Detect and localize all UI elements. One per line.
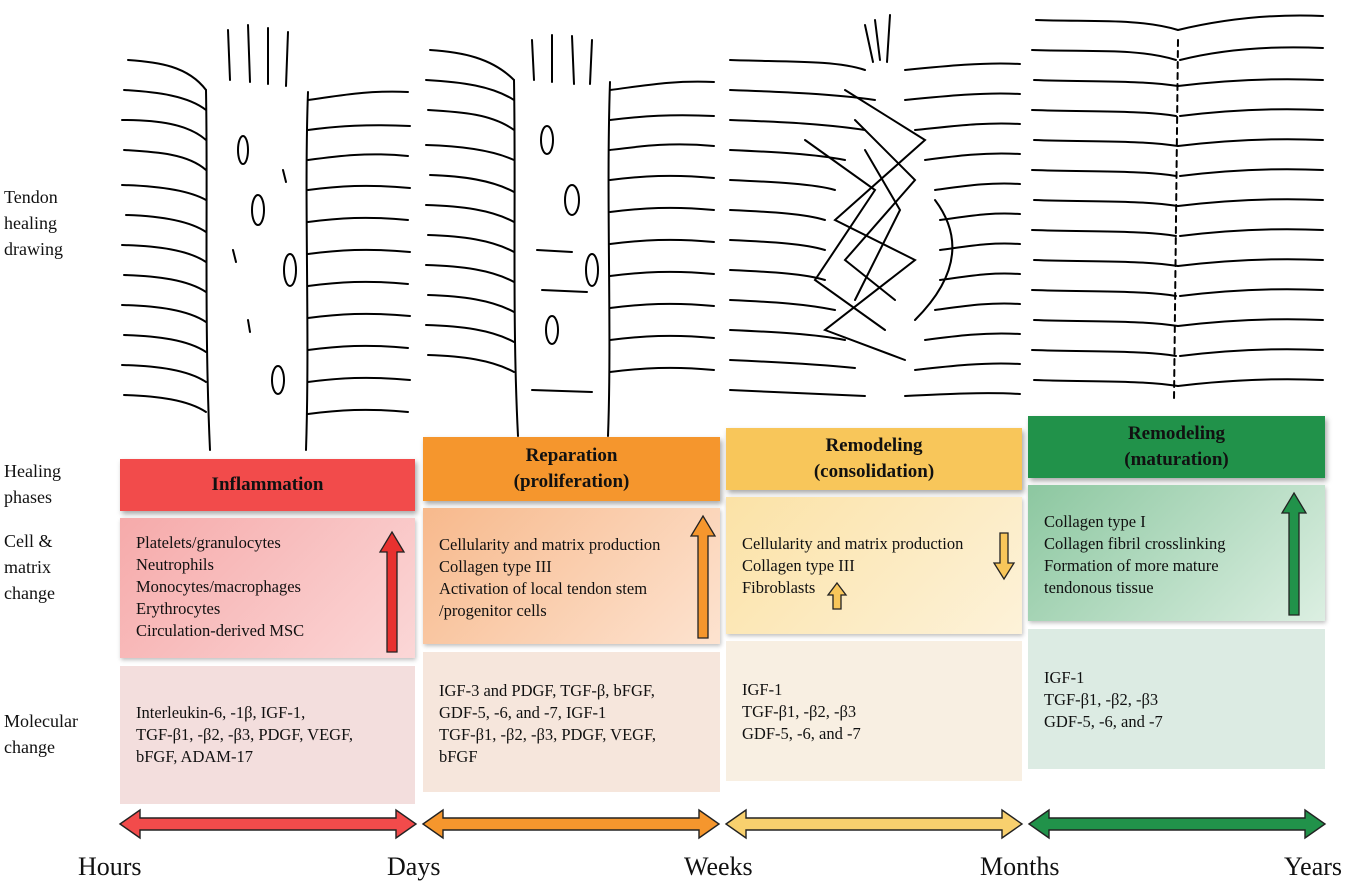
molecular-box-reparation: IGF-3 and PDGF, TGF-β, bFGF, GDF-5, -6, … [423, 652, 720, 792]
up-arrow-icon [826, 581, 848, 610]
molecular-line: IGF-1 [742, 680, 783, 699]
cell-line: Fibroblasts [742, 578, 816, 597]
timeline-label-years: Years [1284, 852, 1343, 881]
down-arrow-icon [992, 532, 1016, 581]
cell-line: Activation of local tendon stem [439, 579, 648, 598]
cell-line: Erythrocytes [136, 599, 221, 618]
timeline-arrow-days-weeks [421, 808, 721, 840]
tendon-drawing-consolidation [729, 14, 1021, 397]
molecular-lines-reparation: IGF-3 and PDGF, TGF-β, bFGF, GDF-5, -6, … [439, 680, 656, 768]
cell-box-inflammation: Platelets/granulocytes Neutrophils Monoc… [120, 518, 415, 658]
molecular-line: TGF-β1, -β2, -β3 [1044, 690, 1159, 709]
phase-consolidation: Remodeling (consolidation) [726, 428, 1022, 490]
tendon-drawing-reparation [425, 34, 715, 437]
molecular-box-maturation: IGF-1 TGF-β1, -β2, -β3 GDF-5, -6, and -7 [1028, 629, 1325, 769]
timeline-label-weeks: Weeks [684, 852, 753, 881]
molecular-line: GDF-5, -6, and -7 [1044, 712, 1163, 731]
cell-box-consolidation: Cellularity and matrix production Collag… [726, 497, 1022, 634]
cell-line: Monocytes/macrophages [136, 577, 301, 596]
molecular-lines-maturation: IGF-1 TGF-β1, -β2, -β3 GDF-5, -6, and -7 [1044, 667, 1163, 733]
timeline-arrow-weeks-months [724, 808, 1024, 840]
phase-maturation: Remodeling (maturation) [1028, 416, 1325, 478]
cell-line: Collagen type III [439, 557, 552, 576]
up-arrow-icon [1280, 491, 1308, 616]
molecular-line: bFGF, ADAM-17 [136, 747, 253, 766]
molecular-line: TGF-β1, -β2, -β3 [742, 702, 857, 721]
molecular-line: GDF-5, -6, and -7, IGF-1 [439, 703, 607, 722]
molecular-line: Interleukin-6, -1β, IGF-1, [136, 703, 306, 722]
cell-line: Circulation-derived MSC [136, 621, 305, 640]
tendon-drawing-maturation [1031, 14, 1324, 401]
molecular-box-consolidation: IGF-1 TGF-β1, -β2, -β3 GDF-5, -6, and -7 [726, 641, 1022, 781]
molecular-line: TGF-β1, -β2, -β3, PDGF, VEGF, [439, 725, 657, 744]
row-label-tendon-drawing: Tendon healing drawing [4, 187, 63, 259]
timeline-label-months: Months [980, 852, 1060, 881]
molecular-line: IGF-1 [1044, 668, 1085, 687]
timeline-arrow-hours-days [118, 808, 418, 840]
molecular-line: GDF-5, -6, and -7 [742, 724, 861, 743]
up-arrow-icon [689, 514, 717, 639]
molecular-line: bFGF [439, 747, 478, 766]
tendon-drawing-inflammation [121, 24, 411, 451]
phase-inflammation: Inflammation [120, 459, 415, 511]
timeline-label-days: Days [387, 852, 441, 881]
molecular-line: TGF-β1, -β2, -β3, PDGF, VEGF, [136, 725, 354, 744]
molecular-lines-consolidation: IGF-1 TGF-β1, -β2, -β3 GDF-5, -6, and -7 [742, 679, 861, 745]
row-label-molecular: Molecular change [4, 711, 78, 757]
cell-line: tendonous tissue [1044, 578, 1154, 597]
molecular-lines-inflammation: Interleukin-6, -1β, IGF-1, TGF-β1, -β2, … [136, 702, 353, 768]
timeline-label-hours: Hours [78, 852, 142, 881]
cell-line: Formation of more mature [1044, 556, 1219, 575]
cell-line: /progenitor cells [439, 601, 547, 620]
cell-box-maturation: Collagen type I Collagen fibril crosslin… [1028, 485, 1325, 621]
row-label-healing-phases: Healing phases [4, 461, 61, 507]
cell-lines-reparation: Cellularity and matrix production Collag… [439, 534, 660, 622]
cell-line: Platelets/granulocytes [136, 533, 281, 552]
cell-line: Cellularity and matrix production [439, 535, 661, 554]
timeline-arrow-months-years [1027, 808, 1327, 840]
cell-line: Collagen fibril crosslinking [1044, 534, 1226, 553]
row-label-cell-matrix: Cell & matrix change [4, 531, 55, 603]
cell-line: Neutrophils [136, 555, 214, 574]
cell-line: Cellularity and matrix production [742, 534, 964, 553]
cell-lines-consolidation: Cellularity and matrix production Collag… [742, 533, 963, 599]
molecular-line: IGF-3 and PDGF, TGF-β, bFGF, [439, 681, 655, 700]
phase-reparation: Reparation (proliferation) [423, 437, 720, 501]
cell-lines-maturation: Collagen type I Collagen fibril crosslin… [1044, 511, 1225, 599]
cell-box-reparation: Cellularity and matrix production Collag… [423, 508, 720, 644]
up-arrow-icon [378, 530, 406, 653]
cell-line: Collagen type III [742, 556, 855, 575]
cell-line: Collagen type I [1044, 512, 1146, 531]
cell-lines-inflammation: Platelets/granulocytes Neutrophils Monoc… [136, 532, 304, 642]
molecular-box-inflammation: Interleukin-6, -1β, IGF-1, TGF-β1, -β2, … [120, 666, 415, 804]
